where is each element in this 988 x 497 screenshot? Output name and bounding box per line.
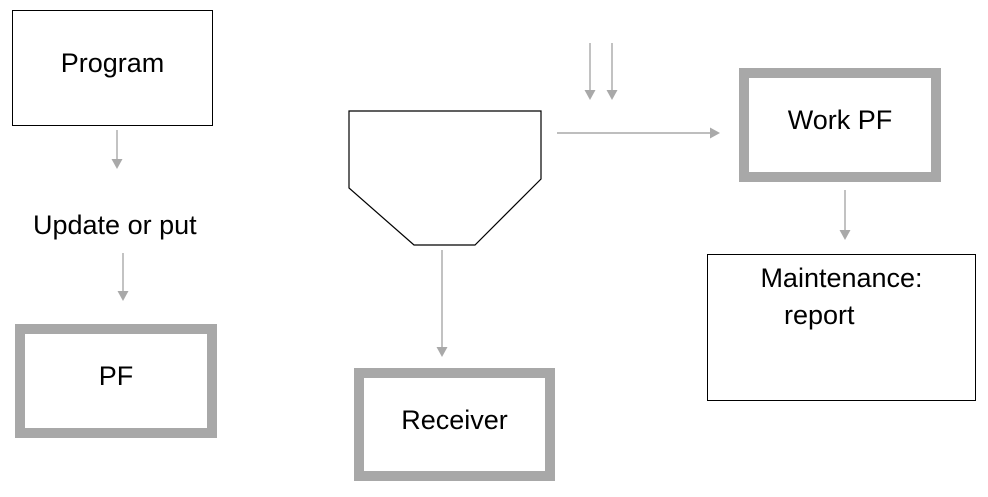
connector-program-to-update [111, 130, 123, 169]
node-pf: PF [15, 324, 217, 438]
node-maintenance-label-line1: Maintenance: [760, 263, 923, 293]
node-program: Program [12, 10, 213, 126]
connector-input-stream-1 [584, 43, 596, 100]
node-work-pf-label: Work PF [787, 105, 893, 136]
arrow-down-icon [584, 90, 596, 100]
arrow-down-icon [111, 159, 123, 169]
node-receiver: Receiver [354, 368, 555, 481]
connector-funnel-to-workpf [557, 127, 720, 139]
arrow-down-icon [839, 230, 851, 240]
node-receiver-label: Receiver [401, 404, 508, 435]
node-update-or-put-label: Update or put [33, 210, 197, 240]
node-pf-label: PF [98, 361, 134, 392]
node-work-pf: Work PF [739, 68, 941, 182]
connector-funnel-to-receiver [436, 250, 448, 357]
funnel-shape [348, 110, 542, 246]
arrow-down-icon [436, 347, 448, 357]
connector-input-stream-2 [606, 43, 618, 100]
connector-workpf-to-maintenance [839, 190, 851, 240]
node-maintenance-label-line2: report [784, 300, 855, 330]
node-maintenance: Maintenance: report [707, 254, 976, 401]
arrow-down-icon [117, 291, 129, 301]
node-program-label: Program [60, 48, 165, 79]
arrow-right-icon [710, 127, 720, 139]
connector-update-to-pf [117, 253, 129, 301]
arrow-down-icon [606, 90, 618, 100]
